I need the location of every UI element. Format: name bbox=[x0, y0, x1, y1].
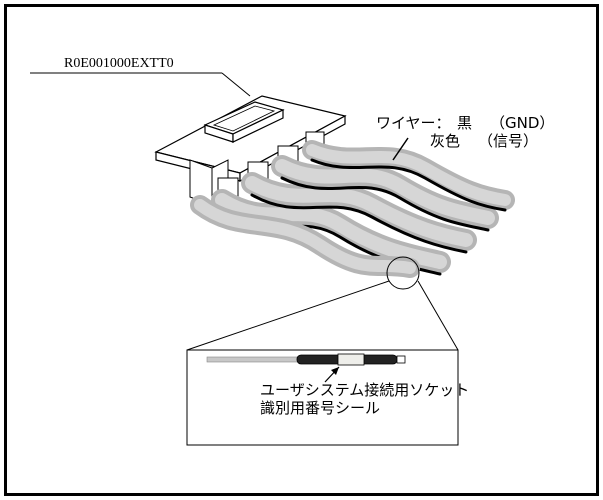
detail-label-line2: 識別用番号シール bbox=[260, 399, 381, 417]
number-seal bbox=[337, 353, 365, 366]
wire-bundle-4 bbox=[302, 140, 515, 212]
wire-bundle-2 bbox=[241, 172, 477, 254]
detail-label-line1: ユーザシステム接続用ソケット bbox=[260, 381, 470, 399]
wire-label-black: 黒 bbox=[457, 114, 473, 132]
wire-label-gray-note: （信号） bbox=[478, 132, 539, 150]
wire-label-gray: 灰色 bbox=[430, 132, 461, 150]
wire-end-pin bbox=[396, 355, 406, 364]
magnifier-circle bbox=[386, 256, 420, 290]
wire-bundle-3 bbox=[271, 155, 499, 232]
detail-box bbox=[186, 349, 459, 446]
wire-label-title: ワイヤー： bbox=[376, 114, 451, 132]
wire-bundle-front bbox=[190, 195, 420, 278]
wire-label-leader bbox=[392, 137, 409, 161]
wire-label-black-note: （GND） bbox=[490, 114, 555, 132]
magnified-wire bbox=[206, 353, 406, 366]
part-number-label: R0E001000EXTT0 bbox=[64, 56, 174, 71]
